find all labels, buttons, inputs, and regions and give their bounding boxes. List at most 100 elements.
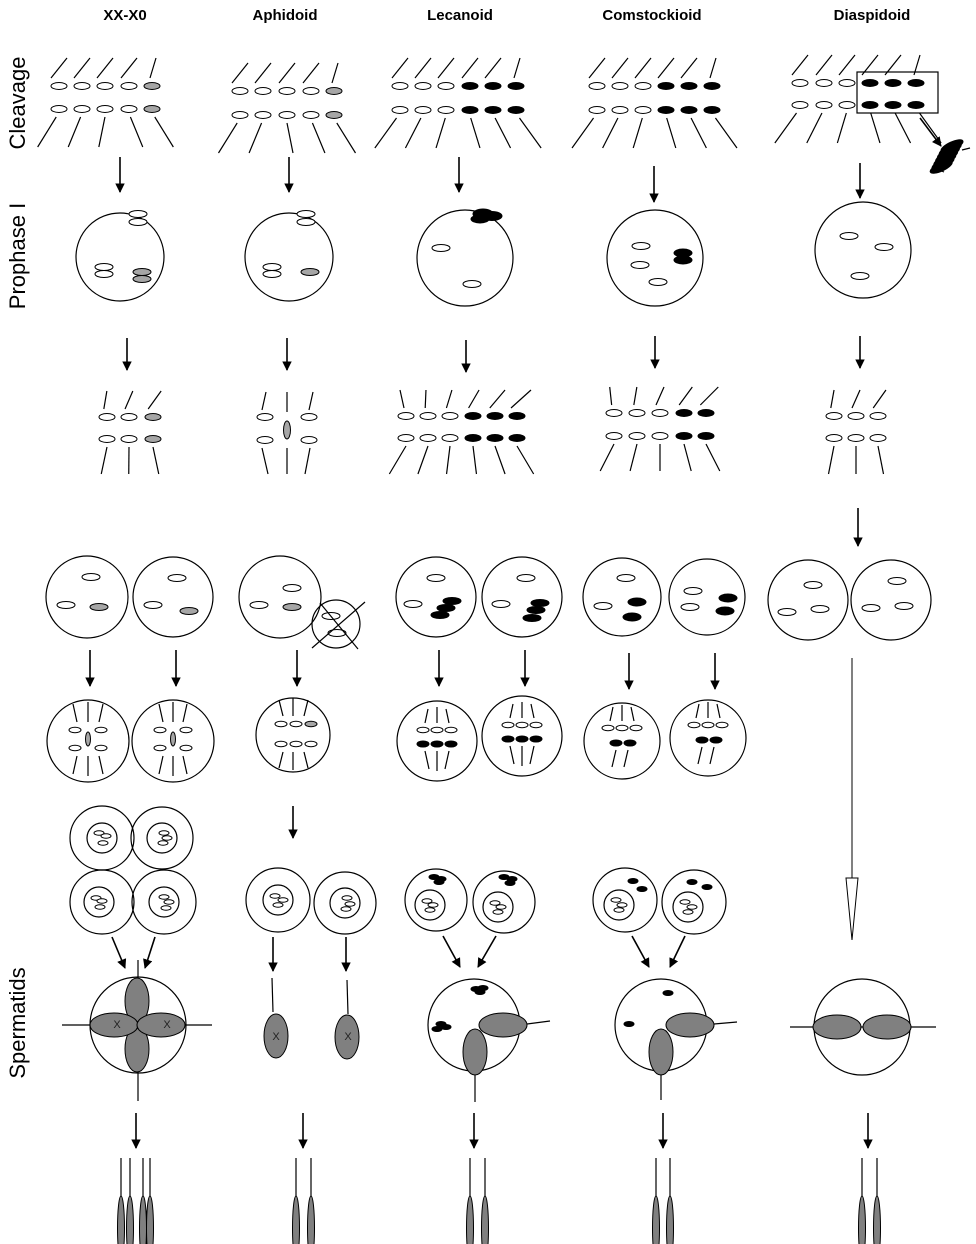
arrow [478,936,496,967]
arrow [632,936,649,967]
arrow [920,118,941,146]
spindle-fiber [696,704,699,718]
spindle-fiber [634,387,637,405]
chromosome [530,736,542,742]
sperm-tail [272,978,273,1012]
chromosome [870,435,886,442]
x-chromosome-label: X [163,1019,171,1031]
cell [76,213,164,301]
chromosome [826,435,842,442]
chromosome [637,887,647,892]
column-title-xx-x0: XX-X0 [103,7,146,24]
chromosome [145,436,161,443]
chromosome [875,244,893,251]
spindle-fiber [99,117,105,147]
chromosome [614,908,624,912]
chromosome [792,102,808,109]
x-chromosome-label: X [344,1031,352,1043]
chromosome [606,433,622,440]
chromosome [698,410,714,417]
spindle-fiber [630,444,637,471]
chromosome [487,435,503,442]
chromosome [792,80,808,87]
spindle-fiber [73,756,77,774]
spindle-fiber [405,118,420,148]
chromosome [496,905,506,909]
row-label-prophase: Prophase I [5,203,30,309]
chromosome [279,112,295,119]
chromosome [687,905,697,909]
chromosome [86,732,91,746]
chromosome [612,83,628,90]
chromosome [420,413,436,420]
chromosome [908,80,924,87]
chromosome [257,414,273,421]
chromosome [326,88,342,95]
row-label-cleavage: Cleavage [5,57,30,150]
chromosome [888,578,906,585]
chromosome [121,414,137,421]
spindle-fiber [153,447,159,474]
spermatid-nucleus [649,1029,673,1075]
spindle-fiber [99,704,103,722]
chromosome [90,604,108,611]
chromosome [445,727,457,732]
spindle-fiber [279,752,283,768]
chromosome [69,745,81,750]
spindle-fiber [610,387,612,405]
cell [815,202,911,298]
chromosome [99,436,115,443]
chromosome [870,413,886,420]
chromosome [431,741,443,747]
chromosome [415,83,431,90]
chromosome [816,80,832,87]
spindle-fiber [471,118,480,148]
spindle-fiber [97,58,113,78]
row-label-spermatids: Spermatids [5,967,30,1078]
spindle-fiber [303,63,319,83]
chromosome [778,609,796,616]
chromosome [51,83,67,90]
chromosome [159,831,169,835]
spindle-fiber [710,747,714,764]
spindle-fiber [392,58,408,78]
chromosome [301,414,317,421]
diagram-artwork: XXXX [38,55,970,1244]
chromosome [502,722,514,727]
chromosome [95,905,105,909]
chromosome [475,990,485,995]
chromosome [862,605,880,612]
chromosome [162,836,172,840]
spindle-fiber [612,58,628,78]
chromosome [485,83,501,90]
chromosome [273,903,283,907]
cell [46,556,128,638]
chromosome [145,414,161,421]
chromosome [696,737,708,743]
spindle-fiber [681,58,697,78]
spindle-fiber [249,123,261,153]
chromosome [290,721,302,726]
chromosome [442,435,458,442]
spindle-fiber [511,390,531,408]
chromosome [624,740,636,746]
cross-out [320,603,358,649]
spindle-fiber [635,58,651,78]
spindle-fiber [679,387,692,405]
chromosome [415,107,431,114]
chromosome [257,437,273,444]
spindle-fiber [490,390,505,408]
chromosome [437,605,455,612]
cell [851,560,931,640]
chromosome [82,574,100,581]
chromosome [462,107,478,114]
chromosome [51,106,67,113]
chromosome [676,433,692,440]
chromosome [303,88,319,95]
sperm-head [653,1196,660,1244]
spindle-fiber [962,148,970,150]
spindle-fiber [446,709,449,723]
chromosome [263,264,281,271]
chromosome [493,910,503,914]
